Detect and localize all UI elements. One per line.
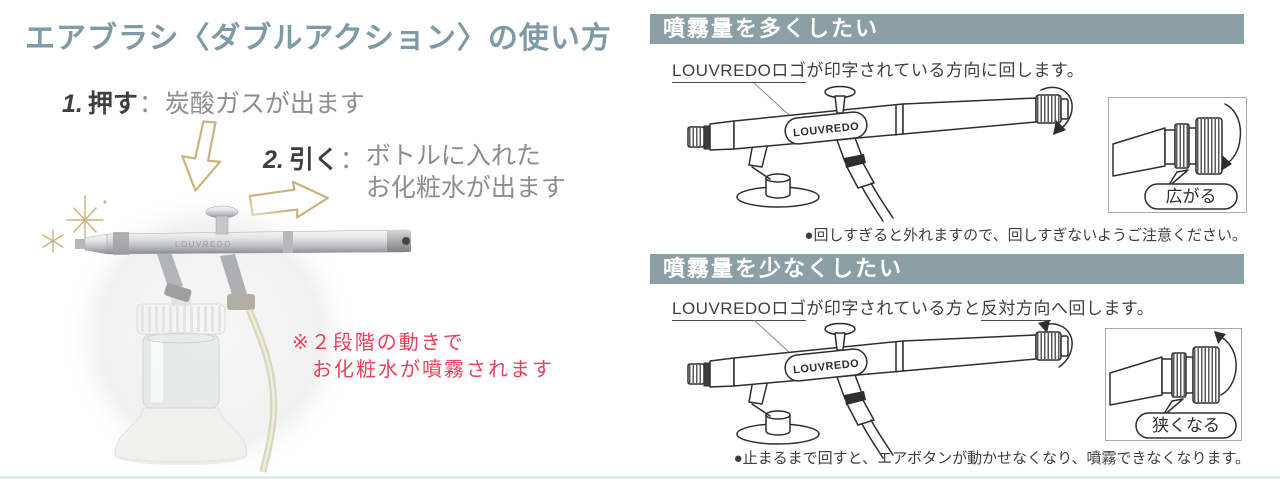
step-2-number: 2. — [263, 146, 284, 174]
airbrush-body-lineart — [687, 322, 1069, 388]
rotate-clockwise-arrow-icon — [1221, 103, 1242, 171]
caution-note-decrease: ●止まるまで回すと、エアボタンが動かせなくなり、噴霧できなくなります。 — [733, 450, 1250, 467]
hose-connector — [227, 294, 255, 310]
bubble-label: 狭くなる — [1152, 416, 1220, 435]
rotate-counterclockwise-arrow-icon — [1214, 331, 1237, 396]
rear-cap — [387, 230, 411, 252]
nozzle-tip — [75, 239, 85, 249]
linkage-rod — [751, 403, 771, 417]
instruction-text: が印字されている方向に回します。 — [806, 61, 1085, 80]
instruction-decrease: LOUVREDOロゴが印字されている方と反対方向へ回します。 — [672, 294, 1155, 321]
nozzle-tube — [1112, 127, 1166, 177]
underlined-logo-text: LOUVREDOロゴ — [672, 299, 807, 321]
instruction-tail: へ回します。 — [1050, 299, 1155, 318]
airbrush-illustration-increase: LOUVREDO — [687, 83, 1073, 222]
knurled-ring-large — [1195, 117, 1223, 175]
step-1-description: 炭酸ガスが出ます — [164, 90, 365, 118]
instruction-increase: LOUVREDOロゴが印字されている方向に回します。 — [672, 56, 1085, 83]
bottle-skirt — [114, 407, 248, 462]
stand — [736, 173, 820, 208]
step-2-description: ボトルに入れたお化粧水が出ます — [366, 140, 566, 204]
step-2-line-1: ボトルに入れた — [365, 142, 541, 170]
step-2-separator: ： — [339, 146, 365, 174]
nozzle-tube — [1109, 356, 1163, 406]
underlined-logo-text: LOUVREDOロゴ — [672, 61, 807, 83]
stand — [736, 410, 820, 445]
logo-badge: LOUVREDO — [784, 348, 868, 382]
step-2-line-2: お化粧水が出ます — [365, 174, 566, 202]
section-header-decrease: 噴霧量を少なくしたい — [650, 254, 1244, 284]
caution-note-increase: ●回しすぎると外れますので、回しすぎないようご注意ください。 — [804, 227, 1247, 244]
rotate-counterclockwise-arrow-icon — [1038, 320, 1073, 368]
step-1: 1.押す：炭酸ガスが出ます — [62, 84, 365, 120]
airbrush-illustration-decrease: LOUVREDO — [687, 320, 1073, 459]
linkage-rod — [751, 166, 771, 180]
airbrush-body — [106, 229, 406, 255]
hose-assembly — [836, 374, 894, 459]
detail-box-widen: 広がる — [1108, 97, 1247, 213]
photo-logo-text: LOUVREDO — [175, 240, 232, 249]
mid-ring — [283, 231, 293, 253]
rotate-clockwise-arrow-icon — [1040, 86, 1073, 135]
sparkle-icon — [42, 195, 107, 253]
siphon-arm — [157, 252, 183, 290]
section-header-increase: 噴霧量を多くしたい — [650, 14, 1244, 44]
spray-note-line-1: ※２段階の動きで — [292, 332, 465, 354]
trigger-arm — [220, 254, 247, 298]
knurled-ring-large — [1192, 346, 1220, 404]
bottom-divider — [0, 476, 1280, 479]
speech-bubble — [1144, 183, 1238, 210]
airbrush-photo: LOUVREDO — [42, 188, 411, 476]
logo-badge: LOUVREDO — [784, 111, 868, 145]
spray-note: ※２段階の動きで お化粧水が噴霧されます — [292, 330, 554, 384]
page-title: エアブラシ〈ダブルアクション〉の使い方 — [25, 22, 612, 55]
speech-bubble — [1135, 412, 1237, 439]
siphon-nut — [164, 283, 192, 302]
step-1-number: 1. — [62, 90, 83, 118]
nozzle-cone — [84, 233, 108, 255]
step-2-action: 引く — [288, 146, 339, 174]
air-button-stem — [215, 215, 229, 235]
hose-highlight — [247, 309, 275, 473]
glass-rim — [146, 332, 216, 344]
bubble-label: 広がる — [1166, 187, 1217, 206]
underlined-direction-text: 反対方向 — [980, 299, 1051, 321]
down-arrow-icon — [181, 120, 222, 192]
rear-hole — [402, 237, 410, 245]
glass-highlight — [151, 340, 163, 402]
detail-box-narrow: 狭くなる — [1105, 328, 1242, 441]
front-collar — [113, 232, 129, 255]
hose-assembly — [836, 137, 894, 222]
step-2: 2.引く：ボトルに入れたお化粧水が出ます — [263, 140, 566, 204]
step-1-action: 押す — [87, 90, 138, 118]
leader-line — [753, 83, 791, 117]
photo-glow — [62, 188, 358, 476]
instruction-text: が印字されている方と — [806, 299, 981, 318]
leader-line — [753, 320, 791, 354]
step-1-separator: ： — [138, 90, 164, 118]
nozzle-detail-narrow: 狭くなる — [1109, 331, 1237, 439]
spray-note-line-2: お化粧水が噴霧されます — [312, 359, 554, 381]
airbrush-body-lineart — [687, 85, 1069, 151]
nozzle-detail-widen: 広がる — [1112, 103, 1242, 210]
